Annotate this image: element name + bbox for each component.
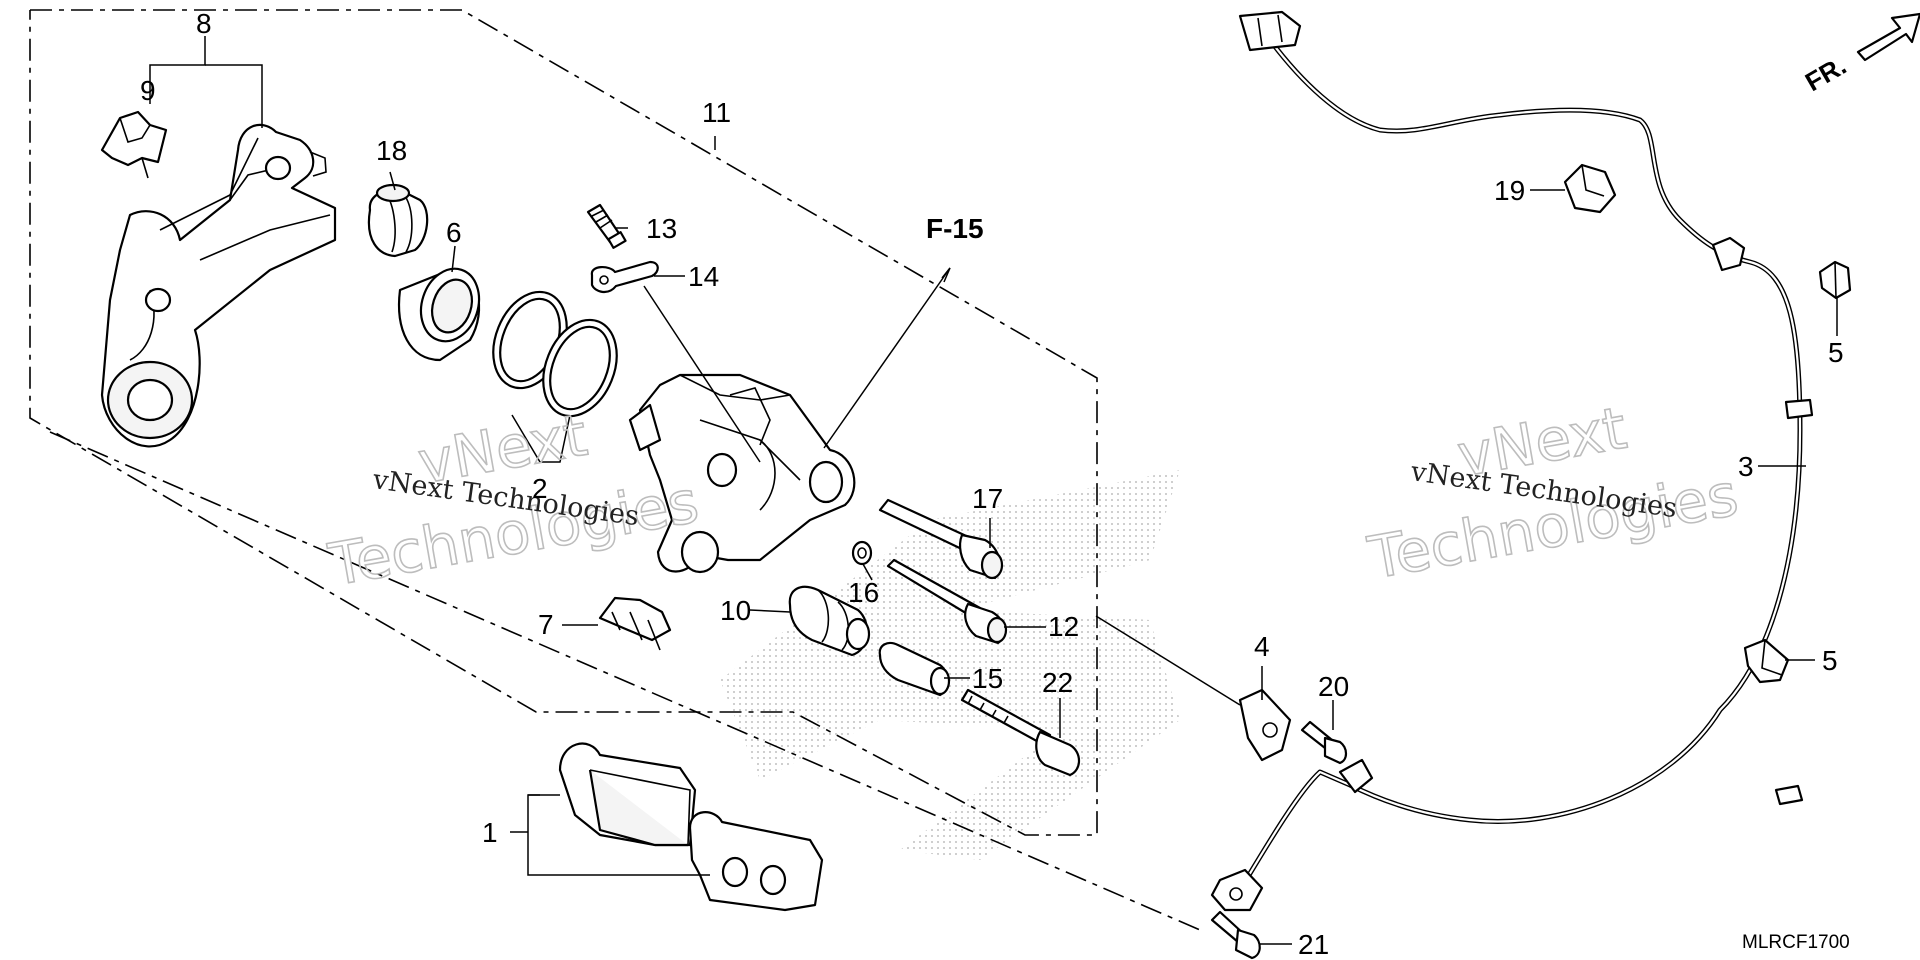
label-part-1: 1 <box>482 817 498 848</box>
label-part-11: 11 <box>702 97 731 128</box>
label-part-3: 3 <box>1738 451 1754 482</box>
label-part-22: 22 <box>1042 667 1073 698</box>
pin-sleeve <box>788 585 871 657</box>
harness-clip-lower <box>1743 638 1790 684</box>
label-part-15: 15 <box>972 663 1003 694</box>
pad-retainer-plate <box>598 596 672 651</box>
label-part-10: 10 <box>720 595 751 626</box>
label-part-12: 12 <box>1048 611 1079 642</box>
label-part-17: 17 <box>972 483 1003 514</box>
front-arrow-label: FR. <box>1800 50 1851 97</box>
assembly-boundary <box>29 9 1201 931</box>
caliper-body <box>628 373 856 574</box>
label-part-8: 8 <box>196 8 212 39</box>
pin-boot <box>367 183 429 258</box>
sensor-bolt <box>1210 910 1261 960</box>
label-part-2: 2 <box>532 473 548 504</box>
caliper-piston <box>398 267 481 362</box>
label-part-21: 21 <box>1298 929 1329 960</box>
slide-pin-lower <box>886 558 1008 645</box>
caliper-bolt <box>960 688 1081 777</box>
label-part-5-lower: 5 <box>1822 645 1838 676</box>
part-number-labels: 8 9 18 6 11 13 14 F-15 2 17 16 10 7 12 1… <box>140 8 1850 960</box>
label-part-19: 19 <box>1494 175 1525 206</box>
label-part-16: 16 <box>848 577 879 608</box>
label-part-20: 20 <box>1318 671 1349 702</box>
pin-bushing <box>878 641 951 697</box>
label-part-14: 14 <box>688 261 719 292</box>
piston-seals <box>492 290 618 418</box>
label-part-7: 7 <box>538 609 554 640</box>
label-part-5-upper: 5 <box>1828 337 1844 368</box>
bleeder-screw <box>586 203 627 249</box>
reference-f15: F-15 <box>926 213 984 244</box>
sensor-wire-bracket <box>1238 688 1292 762</box>
label-part-18: 18 <box>376 135 407 166</box>
harness-clip-upper <box>1818 260 1852 300</box>
bleeder-cap <box>590 260 659 294</box>
harness-clamp <box>1563 163 1617 214</box>
label-part-4: 4 <box>1254 631 1270 662</box>
drawing-code: MLRCF1700 <box>1742 932 1850 953</box>
front-direction-arrow: FR. <box>1800 12 1920 97</box>
label-part-13: 13 <box>646 213 677 244</box>
label-part-6: 6 <box>446 217 462 248</box>
pad-spring-clip <box>100 110 168 179</box>
caliper-bracket <box>100 123 337 448</box>
wheel-speed-sensor-harness <box>1210 10 1814 912</box>
label-part-9: 9 <box>140 75 156 106</box>
leader-lines <box>149 36 1838 945</box>
bracket-bolt <box>1300 720 1348 765</box>
brake-pads <box>558 742 824 912</box>
o-ring <box>851 540 873 566</box>
